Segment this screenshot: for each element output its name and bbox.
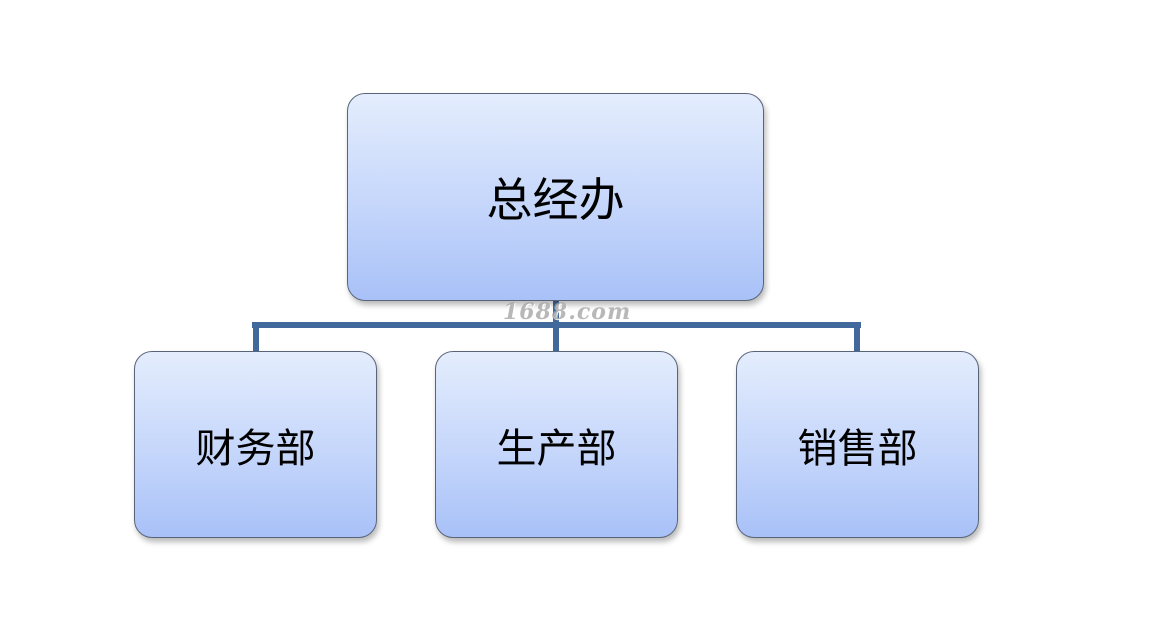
node-label: 财务部 bbox=[195, 425, 316, 472]
node-general-office[interactable]: 总经办 bbox=[347, 93, 764, 301]
node-label: 生产部 bbox=[496, 425, 617, 472]
node-sales-department[interactable]: 销售部 bbox=[736, 351, 979, 538]
node-label: 销售部 bbox=[797, 425, 918, 472]
node-finance-department[interactable]: 财务部 bbox=[134, 351, 377, 538]
node-label: 总经办 bbox=[486, 173, 625, 227]
watermark: 1688.com bbox=[503, 299, 632, 325]
node-production-department[interactable]: 生产部 bbox=[435, 351, 678, 538]
